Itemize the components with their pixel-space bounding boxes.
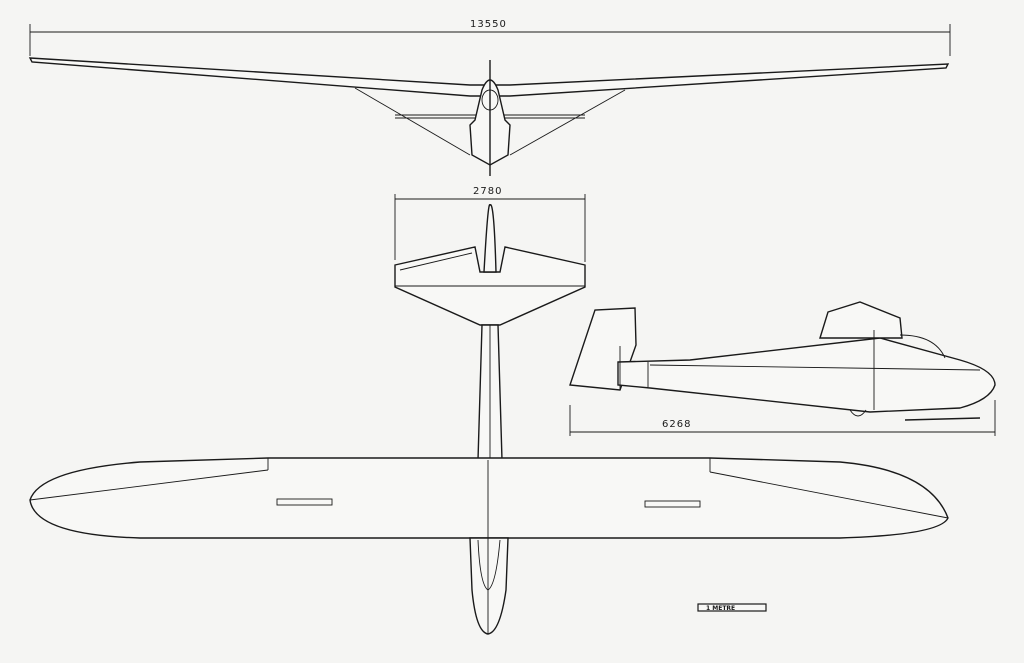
top-view (29, 204, 949, 635)
front-view (28, 57, 950, 176)
length-label: 6268 (662, 419, 691, 430)
side-view (569, 301, 996, 421)
tailplane-label: 2780 (473, 186, 502, 197)
wingspan-label: 13550 (470, 19, 507, 30)
length-dimension: 6268 (569, 400, 996, 436)
scale-bar: 1 METRE (697, 603, 767, 612)
scale-bar-label: 1 METRE (706, 605, 735, 612)
tailplane-dimension: 2780 (394, 186, 586, 262)
wingspan-dimension: 13550 (29, 19, 951, 56)
